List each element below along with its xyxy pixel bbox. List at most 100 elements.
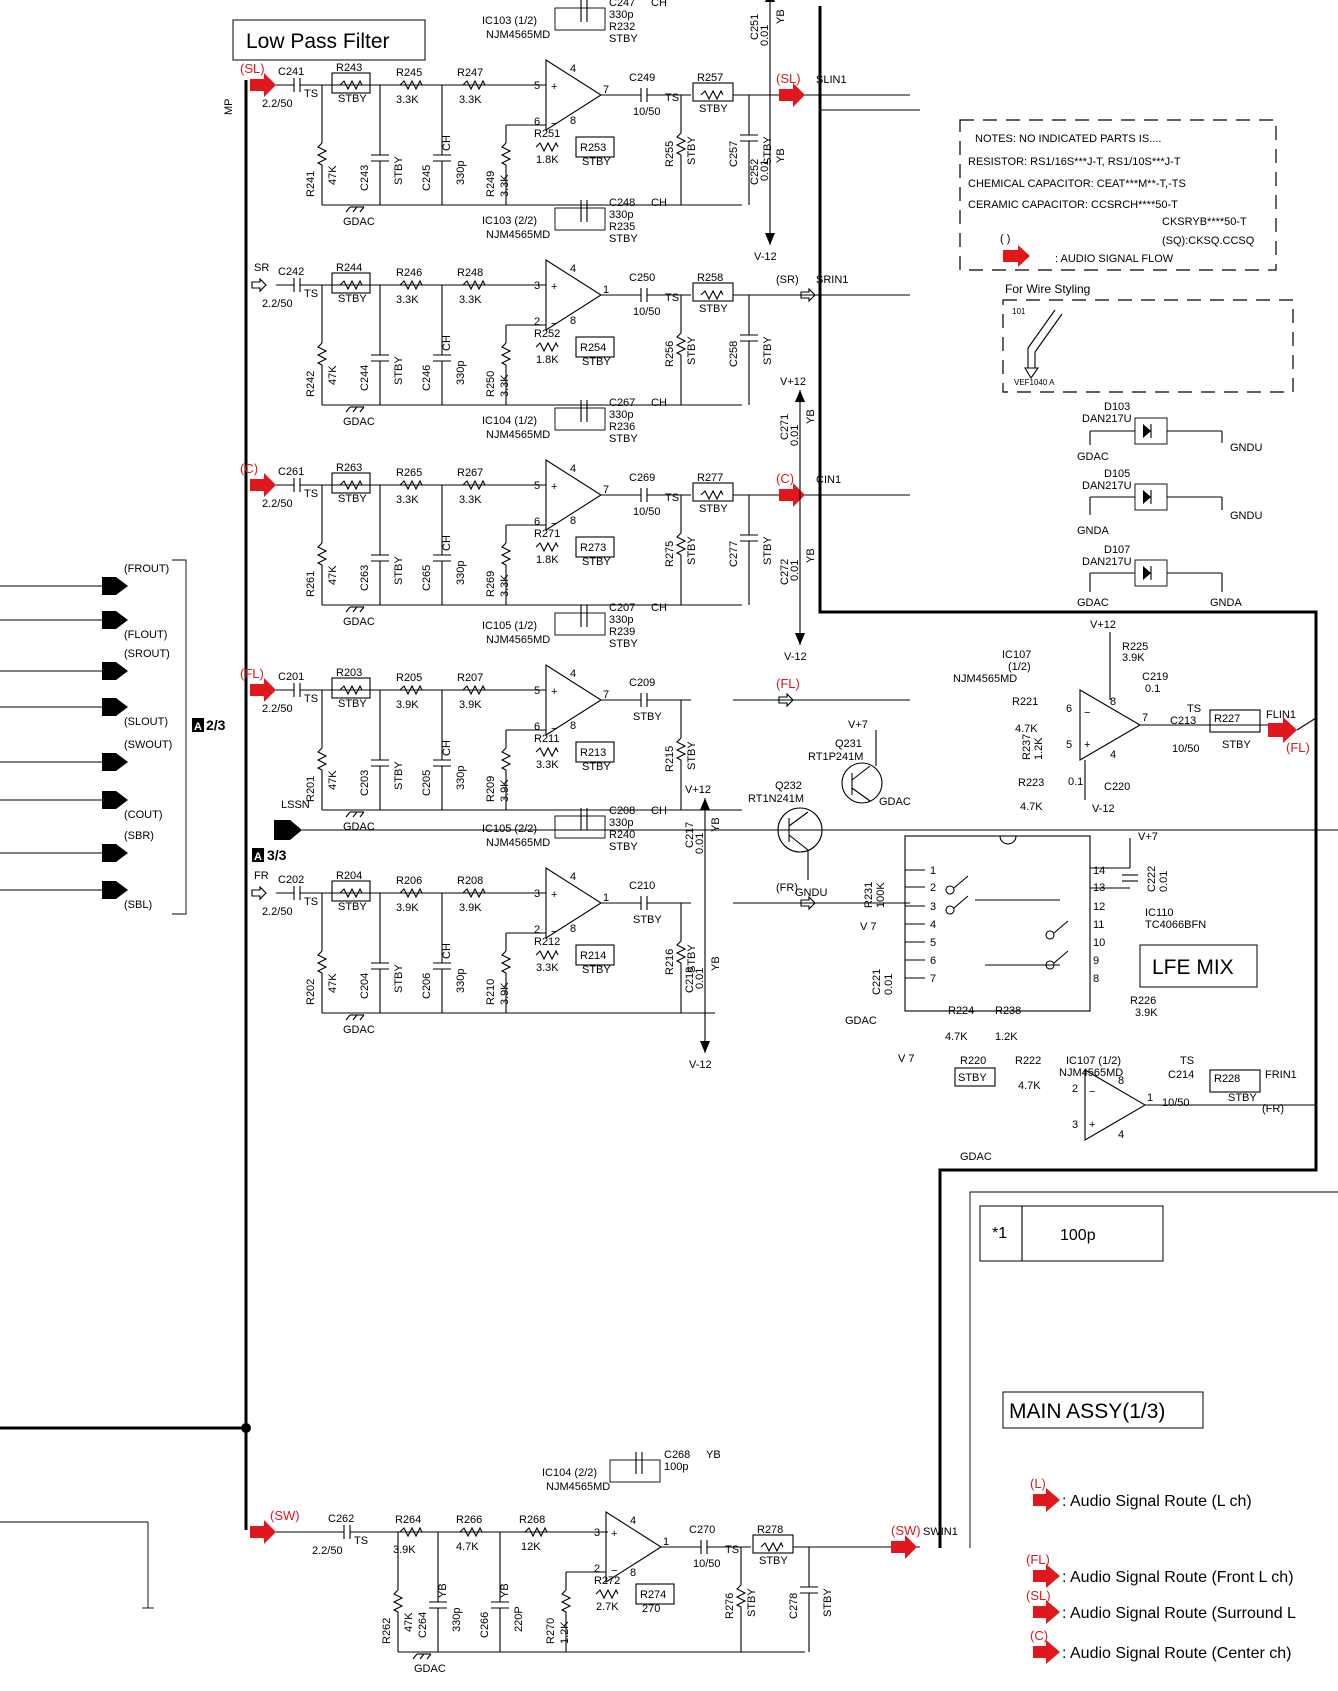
svg-text:8: 8 [1118, 1075, 1124, 1087]
r1-value: STBY [338, 293, 367, 305]
rf-ref: R272 [594, 1575, 620, 1587]
rf-value: 1.8K [536, 154, 559, 166]
output-res-ref: R258 [697, 272, 723, 284]
connector-a-2-3: A 2/3 [172, 559, 226, 915]
feedback-res-ref: R236 [609, 421, 635, 433]
feedback-cap-ref: C208 [609, 805, 635, 817]
input-cap-ts: TS [354, 1535, 368, 1547]
input-label: SR [254, 262, 269, 274]
r5-ref: R216 [664, 949, 676, 975]
r1-ref: R204 [336, 870, 362, 882]
legend-arrow-icon [1033, 1640, 1060, 1664]
channel-slin1: (SL)C2412.2/50TSR243STBYR2453.3KR2473.3K… [240, 0, 910, 263]
c3-type: YB [499, 1583, 511, 1598]
svg-text:7: 7 [1142, 712, 1148, 724]
input-route-label: (C) [240, 461, 258, 476]
ground-label: GDAC [343, 1024, 375, 1036]
svg-text:GDAC: GDAC [879, 796, 911, 808]
signal-label: (SWOUT) [124, 739, 172, 751]
opamp-symbol [545, 258, 603, 332]
low-pass-filter-title: Low Pass Filter [246, 30, 390, 53]
svg-text:4: 4 [1110, 749, 1116, 761]
c3-value: 330p [455, 766, 467, 790]
connector-signal: (FROUT) [0, 563, 169, 595]
r1-value: STBY [338, 901, 367, 913]
feedback-cap-type: YB [706, 1449, 721, 1461]
lfe-vplus: V+7 [1138, 831, 1158, 843]
r5-value: STBY [686, 336, 698, 365]
pin-in: 3 [594, 1527, 600, 1539]
output-cap-ref: C269 [629, 472, 655, 484]
signal-label: (SLOUT) [124, 716, 168, 728]
svg-text:1.2K: 1.2K [1033, 737, 1045, 760]
feedback-cap-type: CH [651, 805, 667, 817]
shunt-ref: R261 [305, 571, 317, 597]
svg-text:GNDU: GNDU [1230, 442, 1262, 454]
vplus-cap-value: 0.01 [694, 833, 706, 854]
connector-signal: (SROUT) [0, 648, 170, 680]
ground-label: GDAC [343, 616, 375, 628]
ground-label: GDAC [343, 821, 375, 833]
r5-value: STBY [686, 136, 698, 165]
svg-text:R237: R237 [1021, 734, 1033, 760]
rf-ref: R252 [534, 328, 560, 340]
input-cap-value: 2.2/50 [262, 98, 293, 110]
c3-type: CH [441, 335, 453, 351]
c2-ref: C203 [359, 770, 371, 796]
feedback-cap-ref: C247 [609, 0, 635, 9]
svg-text:R226: R226 [1130, 995, 1156, 1007]
connector-signal: (FLOUT) [0, 611, 167, 641]
r2-ref: R206 [396, 875, 422, 887]
c221-label: C221 [871, 969, 883, 995]
rg-ref: R274 [640, 1589, 666, 1601]
input-cap-ts: TS [304, 488, 318, 500]
svg-text:0.1: 0.1 [1068, 776, 1083, 788]
rf-value: 1.8K [536, 554, 559, 566]
svg-text:Q232: Q232 [775, 780, 802, 792]
input-cap-ts: TS [304, 288, 318, 300]
c6-ref: C257 [728, 141, 740, 167]
lfe-mix-title: LFE MIX [1152, 956, 1234, 979]
minus: − [611, 1565, 617, 1577]
rf-ref: R271 [534, 528, 560, 540]
connector-a23-label: 2/3 [206, 717, 226, 733]
shunt-ref: R262 [381, 1618, 393, 1644]
svg-text:D105: D105 [1104, 468, 1130, 480]
output-route-label: (FL) [776, 676, 800, 691]
ic-ref: IC104 (2/2) [542, 1467, 597, 1479]
svg-text:2: 2 [1072, 1083, 1078, 1095]
c3-value: 330p [455, 161, 467, 185]
c2-value: STBY [393, 556, 405, 585]
r1-ref: R264 [395, 1514, 421, 1526]
c2-ref: C263 [359, 565, 371, 591]
rf-value: 1.8K [536, 354, 559, 366]
ground-label: GDAC [343, 416, 375, 428]
pin-in: 3 [534, 888, 540, 900]
c2-ref: C204 [359, 973, 371, 999]
r2-value: 3.9K [396, 699, 419, 711]
r2-value: 3.3K [396, 294, 419, 306]
svg-text:STBY: STBY [958, 1072, 987, 1084]
vplus-cap-ref: C217 [684, 822, 696, 848]
feedback-res-ref: R240 [609, 829, 635, 841]
svg-text:V-12: V-12 [1092, 803, 1115, 815]
input-cap-ref: C261 [278, 466, 304, 478]
c6-ref: C277 [728, 541, 740, 567]
input-cap-value: 2.2/50 [262, 906, 293, 918]
pin-out: 1 [663, 1536, 669, 1548]
r2-value: 3.3K [396, 494, 419, 506]
opamp-symbol [545, 663, 603, 737]
svg-text:GDAC: GDAC [1077, 597, 1109, 609]
output-cap-ref: C270 [689, 1524, 715, 1536]
svg-text:C220: C220 [1104, 781, 1130, 793]
input-cap-value: 2.2/50 [312, 1545, 343, 1557]
feedback-res-value: STBY [609, 233, 638, 245]
feedback-cap-ref: C268 [664, 1449, 690, 1461]
legend-arrow-icon [1033, 1600, 1060, 1624]
shunt-value: 47K [327, 365, 339, 385]
lfe-pin-right: 11 [1093, 919, 1104, 931]
feedback-cap-value: 100p [664, 1461, 688, 1473]
